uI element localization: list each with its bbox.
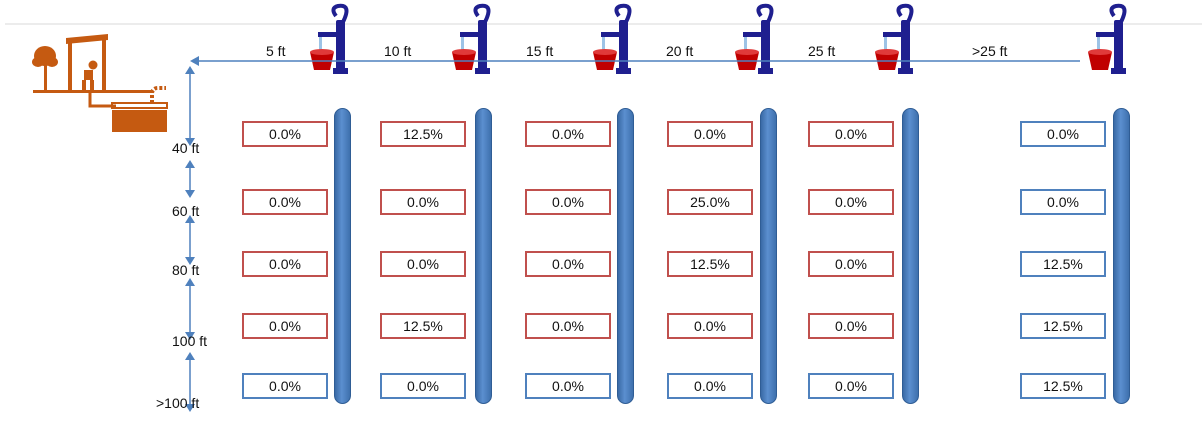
contamination-value-box: 0.0%	[1020, 189, 1106, 215]
depth-label: 80 ft	[172, 262, 200, 278]
contamination-value-box: 0.0%	[808, 251, 894, 277]
hand-pump-icon	[310, 3, 349, 74]
contamination-value-box: 0.0%	[667, 373, 753, 399]
contamination-value-box: 12.5%	[1020, 373, 1106, 399]
well-pipe	[617, 108, 634, 404]
distance-label: 5 ft	[266, 43, 286, 59]
contamination-value-box: 0.0%	[525, 121, 611, 147]
contamination-value-box: 0.0%	[242, 189, 328, 215]
hand-pump-icon	[735, 3, 774, 74]
hand-pump-icon	[452, 3, 491, 74]
contamination-value-box: 0.0%	[525, 189, 611, 215]
distance-label: >25 ft	[972, 43, 1008, 59]
contamination-value-box: 0.0%	[242, 313, 328, 339]
contamination-value-box: 0.0%	[242, 121, 328, 147]
contamination-value-box: 0.0%	[525, 251, 611, 277]
well-pipe	[902, 108, 919, 404]
contamination-value-box: 0.0%	[380, 189, 466, 215]
distance-label: 15 ft	[526, 43, 554, 59]
contamination-value-box: 0.0%	[667, 121, 753, 147]
contamination-value-box: 0.0%	[808, 313, 894, 339]
contamination-value-box: 12.5%	[380, 313, 466, 339]
depth-label: 100 ft	[172, 333, 208, 349]
contamination-value-box: 25.0%	[667, 189, 753, 215]
contamination-value-box: 0.0%	[525, 313, 611, 339]
hand-pump-icon	[1088, 3, 1127, 74]
contamination-value-box: 0.0%	[380, 373, 466, 399]
well-pipe	[1113, 108, 1130, 404]
distance-label: 20 ft	[666, 43, 694, 59]
contamination-value-box: 12.5%	[1020, 251, 1106, 277]
depth-label: 60 ft	[172, 203, 200, 219]
contamination-value-box: 0.0%	[242, 373, 328, 399]
contamination-value-box: 0.0%	[808, 373, 894, 399]
depth-label: >100 ft	[156, 395, 200, 411]
contamination-value-box: 0.0%	[808, 121, 894, 147]
well-pipe	[475, 108, 492, 404]
distance-label: 10 ft	[384, 43, 412, 59]
contamination-value-box: 12.5%	[380, 121, 466, 147]
depth-label: 40 ft	[172, 140, 200, 156]
hand-pump-icon	[875, 3, 914, 74]
latrine-icon	[32, 34, 168, 132]
well-pipe	[760, 108, 777, 404]
contamination-value-box: 12.5%	[667, 251, 753, 277]
contamination-value-box: 12.5%	[1020, 313, 1106, 339]
well-pipe	[334, 108, 351, 404]
contamination-value-box: 0.0%	[525, 373, 611, 399]
hand-pump-icon	[593, 3, 632, 74]
contamination-value-box: 0.0%	[380, 251, 466, 277]
contamination-value-box: 0.0%	[808, 189, 894, 215]
contamination-value-box: 0.0%	[242, 251, 328, 277]
contamination-value-box: 0.0%	[1020, 121, 1106, 147]
contamination-value-box: 0.0%	[667, 313, 753, 339]
distance-label: 25 ft	[808, 43, 836, 59]
